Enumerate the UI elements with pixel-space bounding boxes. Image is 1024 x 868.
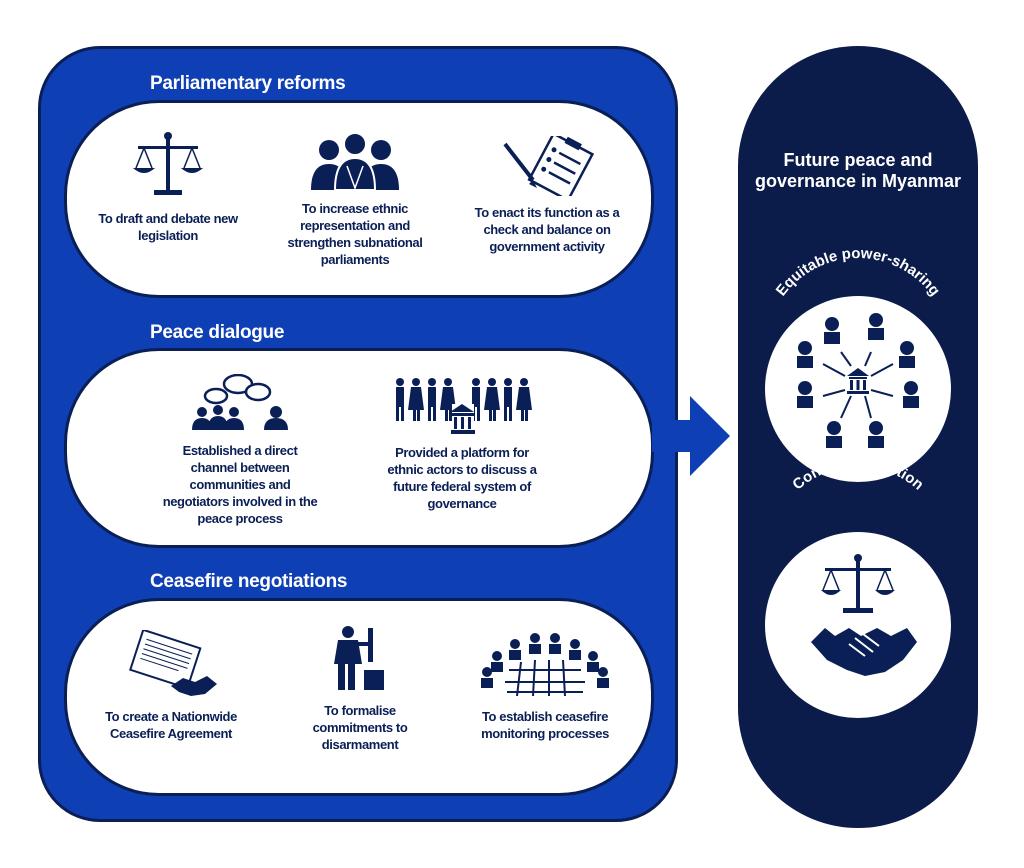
right-panel-title: Future peace and governance in Myanmar bbox=[754, 150, 962, 191]
power-sharing-icon bbox=[797, 313, 919, 448]
item-ethnic-representation: To increase ethnic representation and st… bbox=[280, 130, 430, 268]
caption-draft-legislation: To draft and debate new legislation bbox=[98, 211, 238, 243]
people-group-icon bbox=[311, 132, 399, 191]
section-title-peace-dialogue: Peace dialogue bbox=[150, 322, 285, 343]
section-title-parliamentary-reforms: Parliamentary reforms bbox=[150, 73, 346, 94]
caption-disarmament: To formalise commitments to disarmament bbox=[312, 703, 408, 752]
item-disarmament: To formalise commitments to disarmament bbox=[300, 624, 420, 753]
arrow-right-icon bbox=[652, 396, 730, 476]
item-ceasefire-agreement: To create a Nationwide Ceasefire Agreeme… bbox=[96, 630, 246, 742]
pill-peace-dialogue bbox=[64, 348, 654, 548]
caption-ethnic-representation: To increase ethnic representation and st… bbox=[287, 201, 423, 267]
pill-ceasefire-negotiations bbox=[64, 598, 654, 796]
item-check-and-balance: To enact its function as a check and bal… bbox=[472, 136, 622, 255]
disarmament-icon bbox=[334, 626, 384, 690]
item-federal-system: Provided a platform for ethnic actors to… bbox=[380, 374, 544, 512]
scales-handshake-icon bbox=[811, 554, 917, 676]
caption-ceasefire-agreement: To create a Nationwide Ceasefire Agreeme… bbox=[105, 709, 237, 741]
caption-direct-channel: Established a direct channel between com… bbox=[162, 443, 318, 526]
label-equitable-power-sharing: Equitable power-sharing bbox=[773, 245, 944, 299]
monitoring-network-icon bbox=[481, 633, 609, 697]
checklist-pen-icon bbox=[503, 136, 595, 196]
scales-icon bbox=[133, 132, 203, 195]
caption-federal-system: Provided a platform for ethnic actors to… bbox=[387, 445, 537, 511]
caption-monitoring: To establish ceasefire monitoring proces… bbox=[481, 709, 609, 741]
dialogue-speech-bubbles-icon bbox=[192, 374, 288, 430]
caption-check-and-balance: To enact its function as a check and bal… bbox=[474, 205, 620, 254]
section-title-ceasefire-negotiations: Ceasefire negotiations bbox=[150, 571, 348, 592]
circle-conflict-resolution bbox=[765, 532, 951, 718]
item-draft-legislation: To draft and debate new legislation bbox=[98, 130, 238, 244]
circle-power-sharing bbox=[765, 296, 951, 482]
item-direct-channel: Established a direct channel between com… bbox=[160, 374, 320, 527]
agreement-handshake-icon bbox=[129, 630, 217, 696]
ethnic-actors-government-icon bbox=[396, 378, 532, 436]
item-monitoring: To establish ceasefire monitoring proces… bbox=[470, 630, 620, 742]
